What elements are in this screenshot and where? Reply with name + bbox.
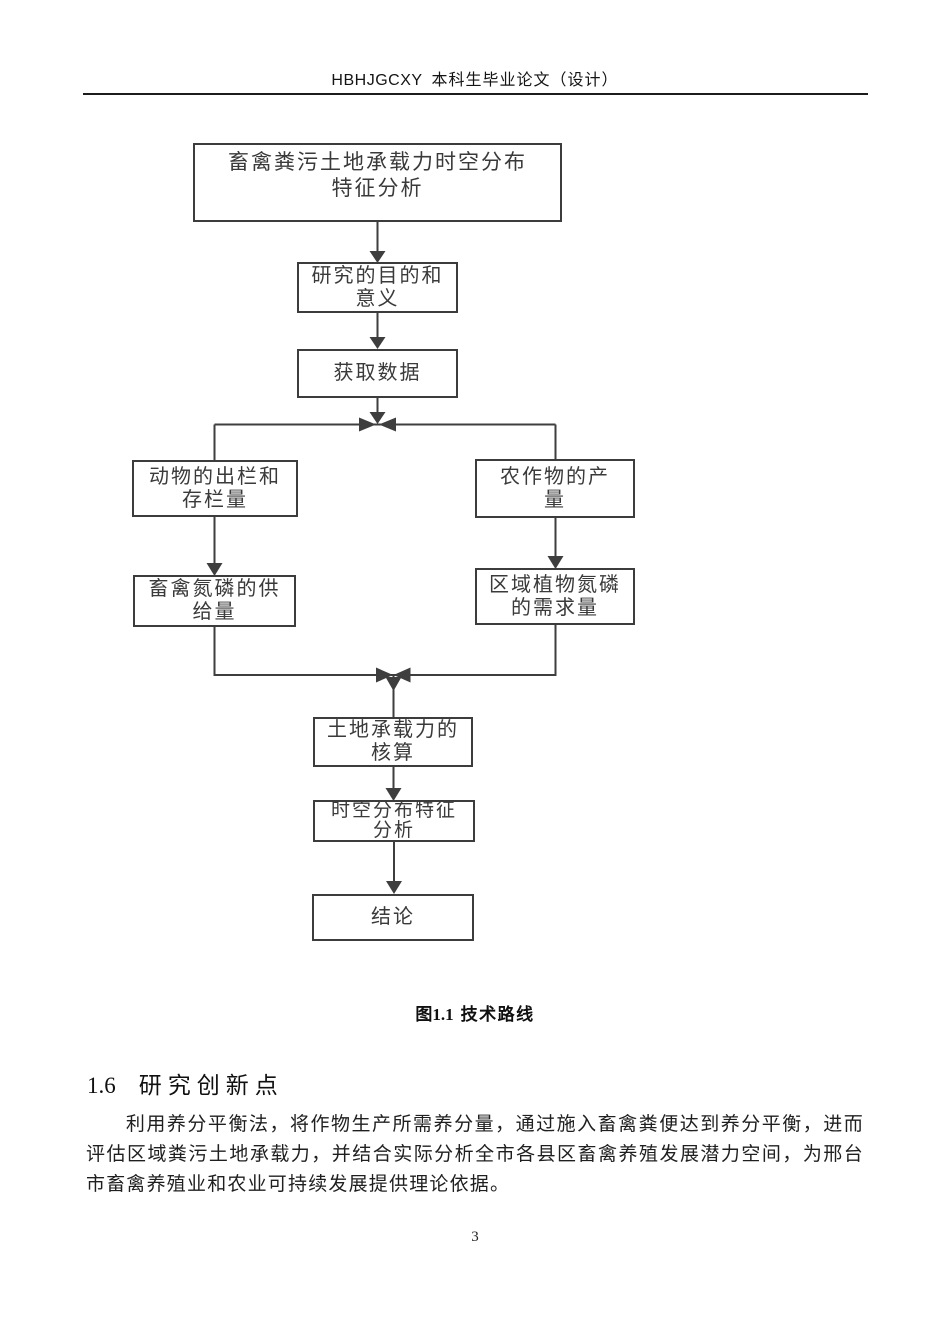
arrow-down-icon (385, 788, 402, 801)
section-heading: 1.6 研究创新点 (87, 1066, 284, 1100)
box-label-line: 动物的出栏和 (149, 465, 281, 488)
arrow-down-icon (206, 563, 223, 576)
flowchart-figure: 畜禽粪污土地承载力时空分布 特征分析 研究的目的和 意义 获取数据 动物的出栏和… (132, 143, 635, 941)
box-label-line: 给量 (192, 601, 237, 623)
box-label-line: 结论 (371, 906, 415, 928)
section-title: 研究创新点 (138, 1072, 284, 1098)
box-label-line: 获取数据 (333, 362, 422, 384)
flowchart-box-capacity-calc: 土地承载力的 核算 (313, 717, 473, 767)
box-label-line: 意义 (355, 287, 400, 310)
figure-caption: 图1.1 技术路线 (0, 1000, 950, 1025)
body-paragraph: 利用养分平衡法，将作物生产所需养分量，通过施入畜禽粪便达到养分平衡，进而评估区域… (86, 1114, 864, 1195)
flowchart-box-crop-yield: 农作物的产 量 (475, 459, 635, 518)
arrow-down-icon (547, 556, 564, 569)
page-number: 3 (471, 1229, 479, 1245)
box-label-line: 的需求量 (511, 596, 599, 619)
box-label-line: 量 (544, 488, 566, 511)
flowchart-box-get-data: 获取数据 (297, 349, 458, 398)
flowchart-box-np-supply: 畜禽氮磷的供 给量 (133, 575, 296, 627)
box-label-line: 存栏量 (182, 488, 248, 511)
flowchart-box-purpose: 研究的目的和 意义 (297, 262, 458, 313)
box-label-line: 特征分析 (331, 177, 424, 200)
arrow-down-icon (386, 881, 402, 894)
flowchart-box-conclusion: 结论 (312, 894, 474, 941)
arrow-down-icon (369, 251, 386, 263)
arrow-down-icon (369, 337, 386, 349)
box-label-line: 区域植物氮磷 (489, 573, 621, 596)
flowchart-box-spatiotemporal: 时空分布特征 分析 (313, 800, 475, 842)
flowchart-connectors (206, 222, 564, 894)
box-label-line: 研究的目的和 (311, 264, 444, 287)
arrow-right-icon (359, 417, 376, 432)
box-label-line: 畜禽粪污土地承载力时空分布 (228, 151, 527, 174)
box-label-line: 时空分布特征 (330, 800, 457, 821)
header-code: HBHJGCXY (331, 72, 423, 89)
header-rule (83, 93, 868, 95)
page-header: HBHJGCXY 本科生毕业论文（设计） (0, 66, 950, 90)
box-label-line: 农作物的产 (500, 465, 610, 488)
flowchart-box-topic: 畜禽粪污土地承载力时空分布 特征分析 (193, 143, 562, 222)
arrow-right-icon (376, 667, 393, 683)
header-title: 本科生毕业论文（设计） (431, 72, 619, 89)
box-label-line: 分析 (372, 820, 415, 841)
flowchart-box-np-demand: 区域植物氮磷 的需求量 (475, 568, 635, 625)
arrow-left-icon (379, 417, 396, 432)
box-label-line: 土地承载力的 (327, 719, 459, 741)
arrow-down-icon (369, 412, 386, 424)
section-number: 1.6 (87, 1073, 116, 1098)
flowchart-box-animal-stock: 动物的出栏和 存栏量 (132, 460, 298, 517)
box-label-line: 核算 (371, 742, 415, 764)
figure-caption-title: 技术路线 (460, 1005, 535, 1024)
figure-caption-label: 图1.1 (415, 1005, 454, 1024)
arrow-left-icon (393, 667, 411, 683)
box-label-line: 畜禽氮磷的供 (148, 578, 281, 600)
